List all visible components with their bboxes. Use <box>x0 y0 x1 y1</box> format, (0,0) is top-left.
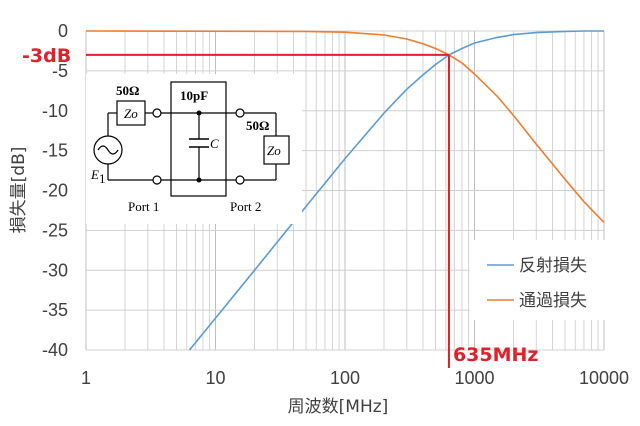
legend-label-transmission: 通過損失 <box>519 291 587 311</box>
y-tick-label: -40 <box>42 340 68 360</box>
x-axis-title: 周波数[MHz] <box>288 397 389 417</box>
port1-top-terminal <box>152 108 162 118</box>
circuit-schematic: 50Ω Zo E 1 Port 1 10pF C Port 2 50Ω <box>86 74 302 224</box>
x-ticks: 1 10 100 1000 10000 <box>81 368 629 388</box>
x-tick-label: 100 <box>330 368 360 388</box>
y-tick-label: -15 <box>42 141 68 161</box>
y-tick-label: 0 <box>58 21 68 41</box>
source-impedance-label: 50Ω <box>116 83 139 98</box>
marker-layer: -3dB 635MHz <box>22 45 538 368</box>
port1-bottom-terminal <box>152 175 162 185</box>
source-label-subscript: 1 <box>99 171 106 186</box>
y-tick-label: -10 <box>42 101 68 121</box>
minus-3db-label: -3dB <box>22 45 71 67</box>
load-impedance-box-label: Zo <box>267 143 281 158</box>
y-tick-label: -20 <box>42 181 68 201</box>
y-tick-label: -25 <box>42 220 68 240</box>
legend: 反射損失 通過損失 <box>470 240 610 320</box>
y-tick-label: -30 <box>42 260 68 280</box>
x-tick-label: 1 <box>81 368 91 388</box>
x-tick-label: 10000 <box>579 368 629 388</box>
load-impedance-label: 50Ω <box>246 118 269 133</box>
port2-top-terminal <box>235 108 245 118</box>
y-tick-label: -35 <box>42 300 68 320</box>
legend-label-reflection: 反射損失 <box>519 256 587 276</box>
y-axis-title: 損失量[dB] <box>9 147 29 234</box>
port2-label: Port 2 <box>230 199 261 214</box>
x-tick-label: 10 <box>205 368 225 388</box>
source-label: E <box>90 167 99 182</box>
capacitor-value: 10pF <box>180 88 208 103</box>
capacitor-label: C <box>210 136 219 151</box>
port1-label: Port 1 <box>128 199 159 214</box>
port2-bottom-terminal <box>235 175 245 185</box>
series-line-transmission <box>85 30 605 223</box>
x-tick-label: 1000 <box>454 368 494 388</box>
source-impedance-box-label: Zo <box>124 106 138 121</box>
y-tick-label: -5 <box>52 61 68 81</box>
dut-box <box>170 81 227 197</box>
frequency-marker-label: 635MHz <box>453 344 539 366</box>
y-ticks: 0 -5 -10 -15 -20 -25 -30 -35 -40 <box>42 21 68 360</box>
